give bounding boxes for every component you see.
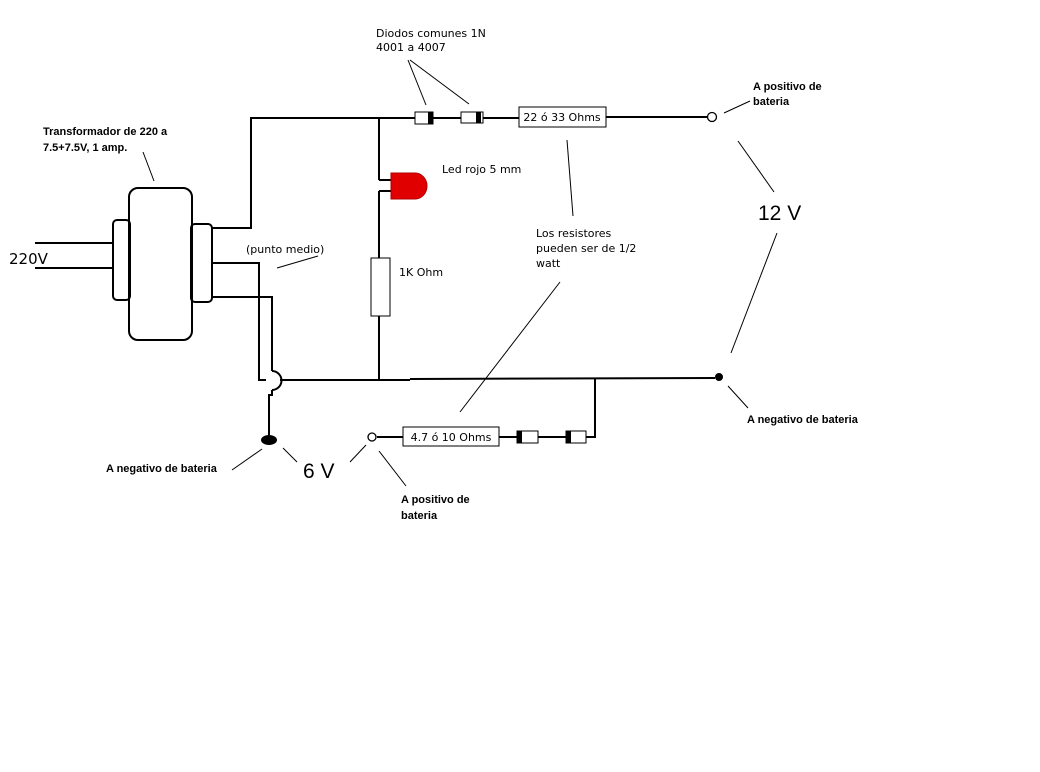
resistors-note-line3: watt [536, 257, 561, 270]
resistors-note-line1: Los resistores [536, 227, 612, 240]
diodes-pointers [407, 59, 470, 106]
neg-12v-pointer [727, 385, 749, 409]
terminal-6v-positive [367, 432, 377, 442]
six-volt-branch-wire [377, 379, 596, 438]
neg-12v-label: A negativo de bateria [747, 414, 859, 426]
transformer [112, 187, 213, 341]
voltage-6v-label: 6 V [303, 460, 335, 483]
resistor-12v-label: 22 ó 33 Ohms [523, 111, 601, 124]
resistor-6v [402, 426, 500, 447]
voltage-6v-pointers [282, 444, 367, 463]
neg-6v-label: A negativo de bateria [106, 463, 218, 475]
bottom-rail-wire [280, 377, 716, 381]
pos-6v-label-line2: bateria [401, 510, 438, 522]
diode-top-1 [414, 111, 434, 125]
terminal-12v-negative [715, 373, 723, 381]
terminal-12v-positive [706, 111, 718, 123]
pos-6v-label-line1: A positivo de [401, 494, 470, 506]
transformer-label-line1: Transformador de 220 a [43, 126, 168, 138]
center-tap-pointer [276, 255, 319, 269]
resistor-1k [370, 257, 391, 317]
mains-label: 220V [9, 250, 49, 268]
transformer-label-line2: 7.5+7.5V, 1 amp. [43, 142, 127, 154]
voltage-12v-label: 12 V [758, 202, 801, 225]
resistor-12v [518, 106, 607, 128]
diodes-label-line1: Diodos comunes 1N [376, 27, 486, 40]
pos-12v-pointer [723, 100, 751, 114]
voltage-12v-pointers [730, 140, 778, 354]
center-tap-wire [212, 262, 283, 437]
led-label: Led rojo 5 mm [442, 163, 521, 176]
pos-12v-label-line1: A positivo de [753, 81, 822, 93]
top-rail-wire [212, 116, 707, 229]
resistors-note-pointers [459, 139, 574, 413]
resistor-1k-label: 1K Ohm [399, 266, 443, 279]
pos-12v-label-line2: bateria [753, 96, 790, 108]
led-branch-wire [378, 118, 391, 380]
pos-6v-pointer [378, 450, 407, 487]
terminal-6v-negative [261, 435, 277, 445]
transformer-pointer [142, 151, 155, 182]
mains-input-wires [35, 242, 113, 269]
red-led [390, 172, 428, 200]
center-tap-label: (punto medio) [246, 243, 324, 256]
neg-6v-pointer [231, 448, 263, 471]
resistors-note-line2: pueden ser de 1/2 [536, 242, 636, 255]
diode-bottom-left [516, 430, 539, 444]
diode-top-2 [460, 111, 484, 124]
diodes-label-line2: 4001 a 4007 [376, 41, 446, 54]
diode-bottom-right [565, 430, 587, 444]
resistor-6v-label: 4.7 ó 10 Ohms [411, 431, 492, 444]
